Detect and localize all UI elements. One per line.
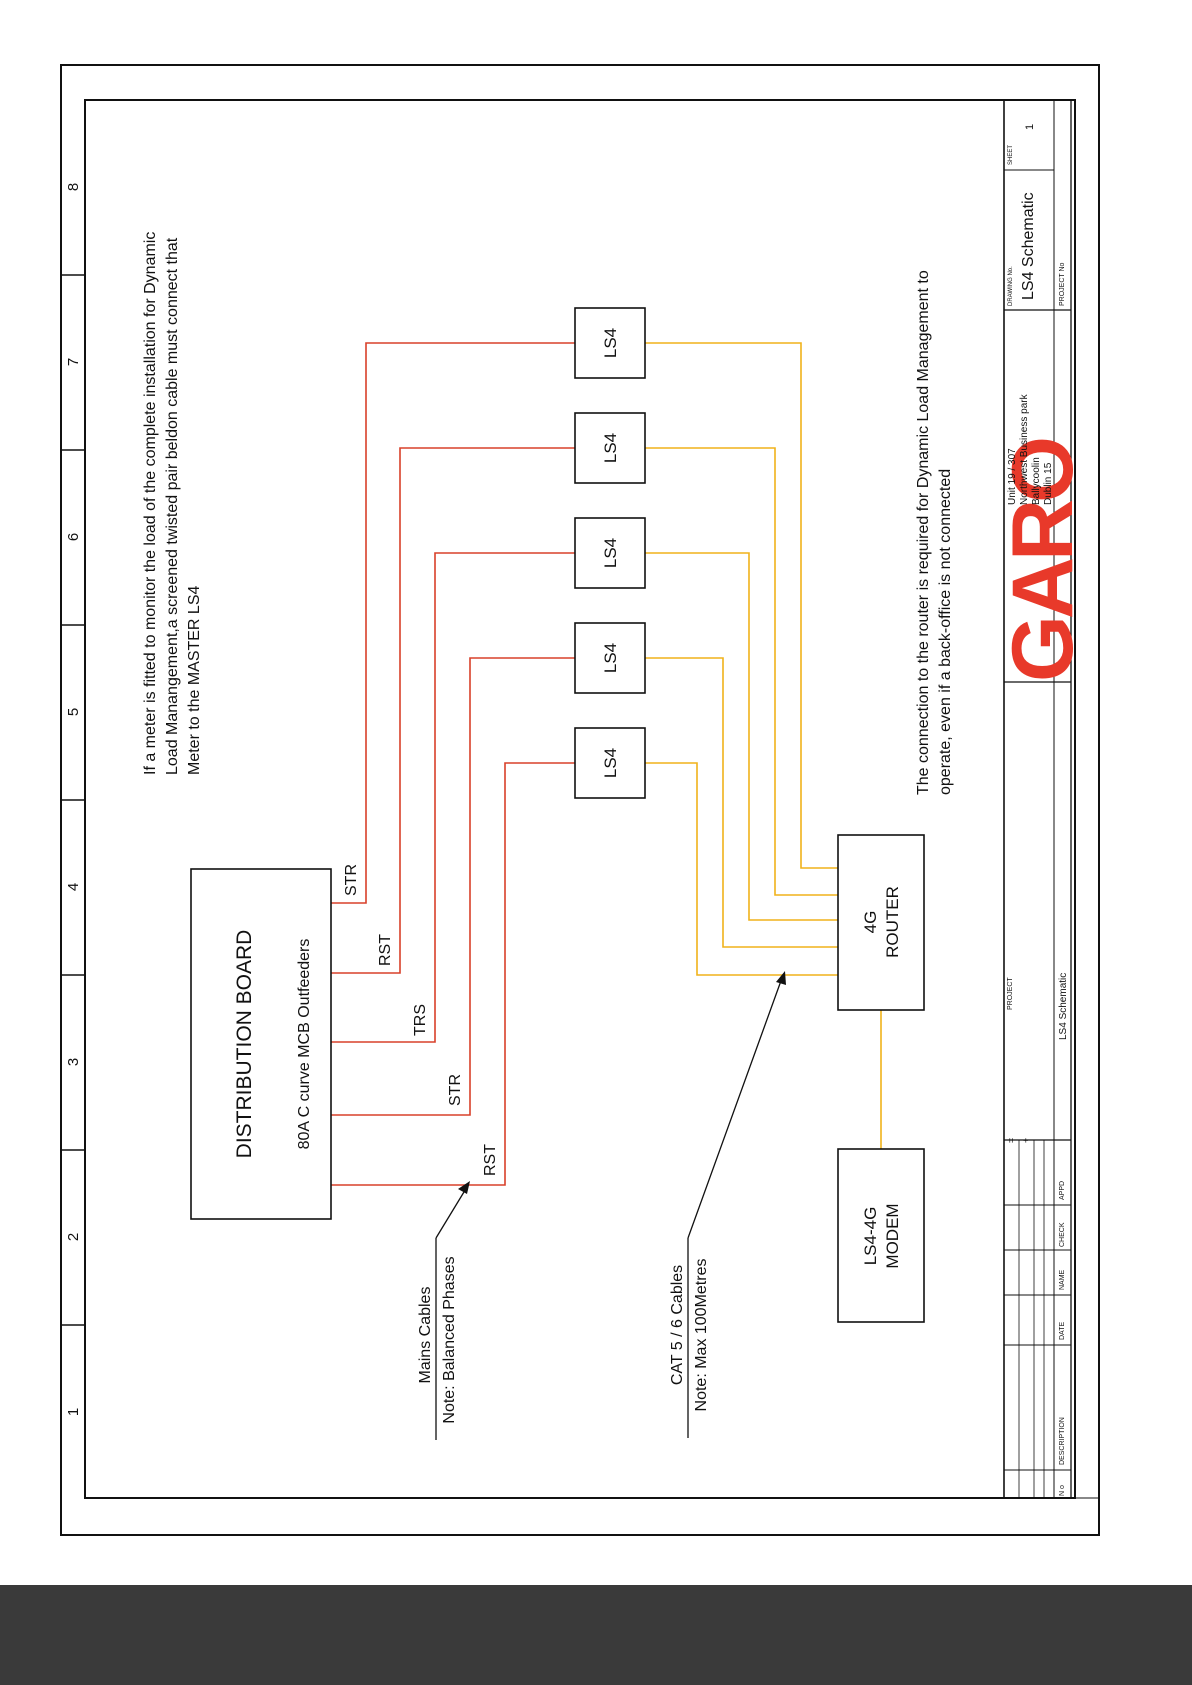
grid-number: 8 <box>65 183 82 191</box>
address-block: Unit 19 / 307 Northwest Business park Ba… <box>1007 393 1054 505</box>
bottom-bar <box>0 1585 1192 1685</box>
feeder-label: STR <box>447 1074 464 1106</box>
cat-note-leader <box>687 977 783 1239</box>
router-note-line: The connection to the router is required… <box>915 270 932 795</box>
feeder-labels: RST STR TRS RST STR <box>343 864 499 1176</box>
router-note-line: operate, even if a back-office is not co… <box>937 469 954 795</box>
distribution-board-title: DISTRIBUTION BOARD <box>233 930 256 1159</box>
meter-note: If a meter is fitted to monitor the load… <box>142 232 203 775</box>
project-label: PROJECT <box>1007 977 1014 1010</box>
ls4-charger-3 <box>574 517 646 589</box>
feeder-label: STR <box>343 864 360 896</box>
feeder-label: RST <box>377 934 394 966</box>
data-cable-1 <box>645 762 838 976</box>
revision-header: DESCRIPTION <box>1059 1417 1066 1465</box>
sheet-no: 1 <box>1024 124 1036 130</box>
router-label-1: 4G <box>861 911 880 934</box>
revision-mark: = <box>1006 1138 1016 1143</box>
grid-number: 4 <box>65 883 82 891</box>
modem-label-2: MODEM <box>883 1203 902 1268</box>
address-line: Northwest Business park <box>1019 393 1030 505</box>
address-line: Unit 19 / 307 <box>1007 448 1018 505</box>
cat-note-line1: CAT 5 / 6 Cables <box>669 1265 686 1385</box>
revision-header: DATE <box>1059 1322 1066 1340</box>
power-cable-4 <box>331 447 575 974</box>
drawing-no-label: DRAWING No. <box>1008 266 1014 306</box>
power-cables <box>331 342 575 1186</box>
revision-header: NAME <box>1059 1269 1066 1290</box>
ls4-charger-label: LS4 <box>601 328 620 358</box>
drawing-sheet: 1 2 3 4 5 6 7 8 If a meter is fitted to … <box>60 64 1100 1536</box>
revision-header: N o <box>1059 1485 1066 1496</box>
modem-label-1: LS4-4G <box>861 1207 880 1266</box>
data-cable-3 <box>645 552 838 921</box>
router-note: The connection to the router is required… <box>915 270 954 795</box>
router-box <box>837 834 925 1011</box>
ls4-charger-1 <box>574 727 646 799</box>
revision-mark: + <box>1021 1138 1031 1143</box>
charger-group: LS4 LS4 LS4 LS4 LS4 <box>574 307 646 799</box>
ls4-charger-5 <box>574 307 646 379</box>
grid-number: 2 <box>65 1233 82 1241</box>
power-cable-3 <box>331 552 575 1043</box>
title-block <box>1003 100 1099 1499</box>
ls4-charger-label: LS4 <box>601 748 620 778</box>
sheet-label: SHEET <box>1008 145 1014 165</box>
drawing-no: LS4 Schematic <box>1020 192 1037 300</box>
ls4-charger-label: LS4 <box>601 643 620 673</box>
revision-header: CHECK <box>1059 1222 1066 1247</box>
power-cable-2 <box>331 657 575 1116</box>
mains-note-leader <box>435 1186 468 1239</box>
grid-number: 6 <box>65 533 82 541</box>
grid-number: 7 <box>65 358 82 366</box>
outer-border <box>60 64 1100 1536</box>
revision-header: APPD <box>1059 1181 1066 1200</box>
address-line: Dublin 15 <box>1043 462 1054 505</box>
grid-number: 5 <box>65 708 82 716</box>
cat-note-arrowhead <box>776 971 786 985</box>
ls4-charger-2 <box>574 622 646 694</box>
cat-note-line2: Note: Max 100Metres <box>693 1259 710 1412</box>
grid-numbers: 1 2 3 4 5 6 7 8 <box>65 183 82 1416</box>
feeder-label: RST <box>482 1144 499 1176</box>
ls4-charger-label: LS4 <box>601 433 620 463</box>
meter-note-line: If a meter is fitted to monitor the load… <box>142 232 159 775</box>
inner-border <box>84 99 1076 1499</box>
revision-headers: N o DESCRIPTION DATE NAME CHECK APPD <box>1059 1181 1066 1496</box>
meter-note-line: Meter to the MASTER LS4 <box>186 585 203 775</box>
ls4-charger-4 <box>574 412 646 484</box>
data-cables <box>645 342 882 1149</box>
project-value: LS4 Schematic <box>1058 973 1069 1040</box>
mains-note-arrowhead <box>458 1181 470 1194</box>
ls4-charger-label: LS4 <box>601 538 620 568</box>
grid-number: 3 <box>65 1058 82 1066</box>
power-cable-1 <box>331 762 575 1186</box>
grid-ticks <box>61 274 85 1326</box>
feeder-label: TRS <box>412 1004 429 1036</box>
schematic-canvas: 1 2 3 4 5 6 7 8 If a meter is fitted to … <box>60 64 1100 1536</box>
meter-note-line: Load Manangement,a screened twisted pair… <box>164 237 181 775</box>
data-cable-2 <box>645 657 838 948</box>
mains-note-line2: Note: Balanced Phases <box>441 1256 458 1423</box>
mains-note-line1: Mains Cables <box>417 1287 434 1384</box>
mains-note: Mains Cables Note: Balanced Phases <box>417 1181 470 1440</box>
address-line: Ballycoolin <box>1031 457 1042 505</box>
grid-number: 1 <box>65 1408 82 1416</box>
modem-box <box>837 1148 925 1323</box>
power-cable-5 <box>331 342 575 904</box>
router-label-2: ROUTER <box>883 886 902 958</box>
garo-logo: GARO <box>995 439 1091 682</box>
distribution-board-subtitle: 80A C curve MCB Outfeeders <box>296 939 313 1150</box>
project-no-label: PROJECT No <box>1059 262 1066 306</box>
data-cable-5 <box>645 342 838 869</box>
distribution-board <box>190 868 332 1220</box>
data-cable-4 <box>645 447 838 896</box>
cat-note: CAT 5 / 6 Cables Note: Max 100Metres <box>669 971 786 1438</box>
